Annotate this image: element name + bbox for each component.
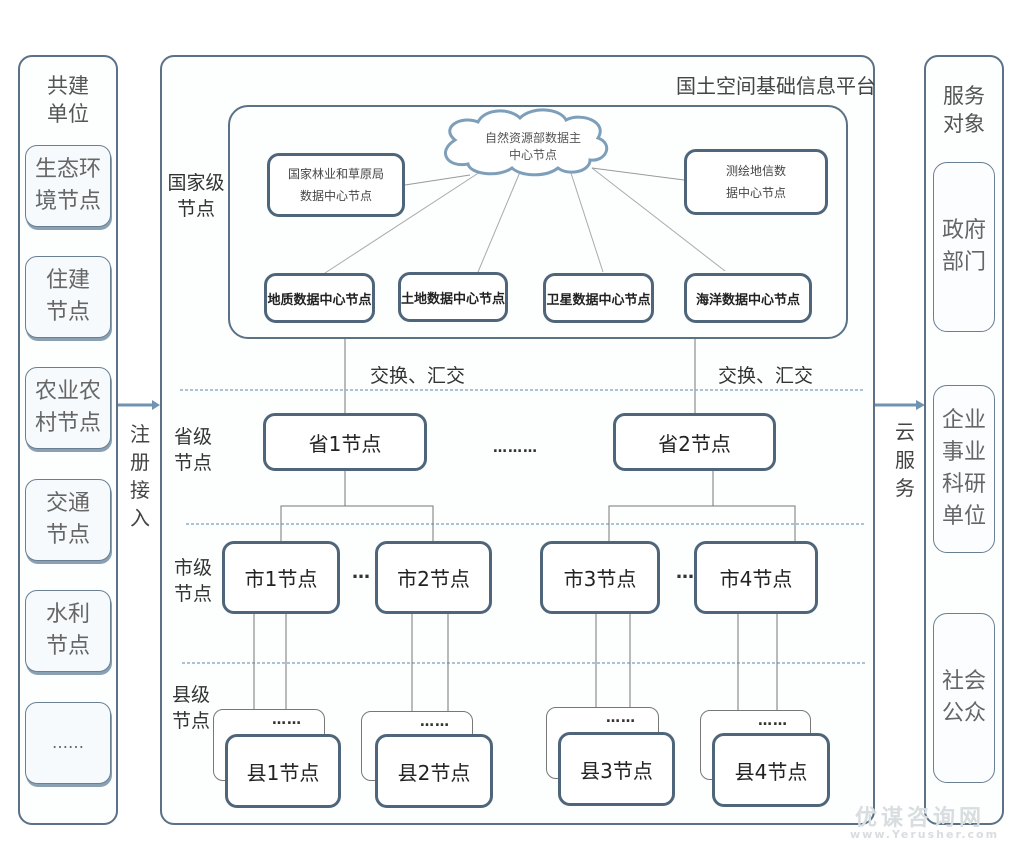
partner-units-title: 共建 单位 — [47, 74, 89, 126]
cloud-service-label: 云 服 务 — [895, 420, 915, 500]
cloud-service-arrow-head — [916, 400, 925, 410]
link-prov2-branch — [608, 505, 796, 545]
forestry-data-center-node[interactable]: 国家林业和草原局 数据中心节点 — [267, 153, 405, 217]
satellite-data-center-node[interactable]: 卫星数据中心节点 — [543, 273, 654, 323]
province-1-node[interactable]: 省1节点 — [263, 413, 427, 471]
service-enterprise-research[interactable]: 企业 事业 科研 单位 — [933, 385, 995, 553]
partner-housing-node[interactable]: 住建 节点 — [25, 256, 111, 338]
county-4-node[interactable]: 县4节点 — [712, 733, 830, 807]
exchange-label-right: 交换、汇交 — [718, 365, 814, 387]
county-3-node[interactable]: 县3节点 — [558, 732, 675, 806]
spoke-land — [477, 171, 521, 273]
spoke-surveying — [591, 167, 685, 181]
province-2-node[interactable]: 省2节点 — [613, 413, 776, 471]
partner-agriculture-node[interactable]: 农业农 村节点 — [25, 367, 111, 449]
level-label-provincial: 省级 节点 — [174, 426, 213, 474]
partner-ecology-node[interactable]: 生态环 境节点 — [25, 145, 111, 227]
service-public[interactable]: 社会 公众 — [933, 613, 995, 783]
city-ellipsis-left: … — [352, 562, 370, 583]
service-targets-title: 服务 对象 — [943, 84, 985, 136]
register-arrow-head — [152, 400, 160, 410]
city-1-node[interactable]: 市1节点 — [222, 541, 340, 614]
platform-title: 国土空间基础信息平台 — [676, 74, 876, 98]
cloud-shape — [444, 108, 609, 177]
geology-data-center-node[interactable]: 地质数据中心节点 — [264, 273, 375, 323]
ocean-data-center-node[interactable]: 海洋数据中心节点 — [684, 273, 812, 323]
level-label-county: 县级 节点 — [172, 684, 211, 732]
partner-more-node[interactable]: …… — [25, 702, 111, 784]
partner-transport-node[interactable]: 交通 节点 — [25, 479, 111, 561]
city-2-node[interactable]: 市2节点 — [375, 541, 492, 614]
level-label-city: 市级 节点 — [174, 557, 213, 605]
spoke-ocean — [591, 167, 726, 272]
partner-water-node[interactable]: 水利 节点 — [25, 590, 111, 672]
city-ellipsis-right: … — [676, 562, 694, 583]
province-ellipsis: ……… — [493, 440, 538, 456]
spoke-forestry — [404, 174, 471, 186]
watermark-text: 优谋咨询网 — [855, 806, 986, 831]
level-label-national: 国家级 节点 — [167, 172, 225, 220]
register-access-label: 注 册 接 入 — [130, 422, 150, 530]
county-2-node[interactable]: 县2节点 — [375, 734, 493, 808]
service-government[interactable]: 政府 部门 — [933, 162, 995, 332]
ministry-main-center-node[interactable]: 自然资源部数据主 中心节点 — [484, 131, 581, 162]
exchange-label-left: 交换、汇交 — [370, 365, 466, 387]
spoke-geology — [324, 171, 481, 274]
spoke-satellite — [569, 169, 604, 273]
surveying-data-center-node[interactable]: 测绘地信数 据中心节点 — [684, 149, 828, 215]
land-data-center-node[interactable]: 土地数据中心节点 — [398, 272, 508, 322]
watermark-url: www.Yerusher.com — [850, 828, 1000, 841]
city-3-node[interactable]: 市3节点 — [540, 541, 660, 614]
city-4-node[interactable]: 市4节点 — [694, 541, 818, 614]
county-1-node[interactable]: 县1节点 — [225, 734, 341, 808]
link-prov1-branch — [280, 505, 434, 545]
